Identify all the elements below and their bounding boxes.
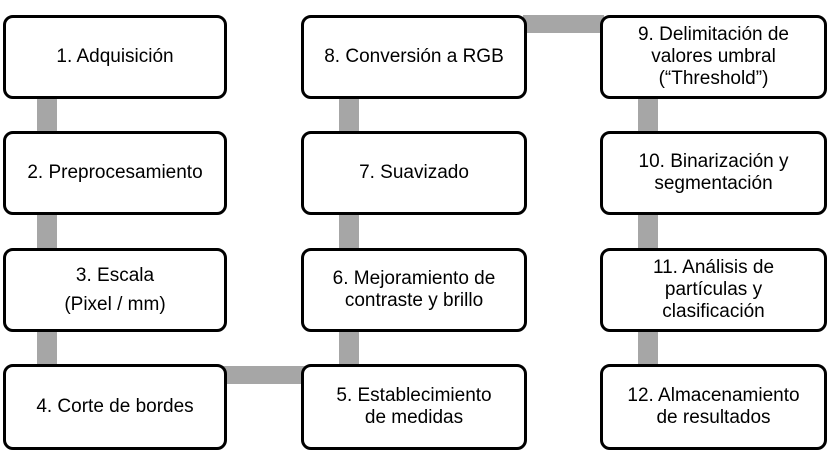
step-box-10: 10. Binarización y segmentación: [600, 131, 827, 215]
step-box-3: 3. Escala (Pixel / mm): [3, 248, 227, 332]
step-11-line-3: clasificación: [662, 301, 765, 322]
step-label-11: 11. Análisis de partículas y clasificaci…: [653, 257, 774, 323]
step-label-7: 7. Suavizado: [359, 162, 469, 184]
step-label-4: 4. Corte de bordes: [36, 396, 193, 418]
step-11-line-1: 11. Análisis de: [652, 257, 775, 278]
connector-4-5: [223, 366, 305, 384]
step-6-line-2: contraste y brillo: [344, 290, 484, 311]
step-9-line-3: (“Threshold”): [658, 68, 769, 89]
step-3-line-1: 3. Escala: [75, 264, 155, 286]
step-label-8: 8. Conversión a RGB: [324, 46, 504, 68]
connector-9-10: [638, 95, 658, 135]
step-8-line-1: 8. Conversión a RGB: [324, 46, 504, 67]
step-1-line-1: 1. Adquisición: [56, 46, 174, 67]
step-label-1: 1. Adquisición: [56, 46, 173, 68]
step-box-6: 6. Mejoramiento de contraste y brillo: [301, 248, 527, 332]
connector-10-11: [638, 211, 658, 252]
step-4-line-1: 4. Corte de bordes: [36, 396, 194, 417]
step-12-line-2: de resultados: [656, 407, 771, 428]
step-label-9: 9. Delimitación de valores umbral (“Thre…: [638, 24, 789, 90]
step-5-line-1: 5. Establecimiento: [336, 385, 492, 406]
connector-6-7: [339, 211, 359, 252]
step-3-line-2: (Pixel / mm): [64, 293, 166, 315]
connector-5-6: [339, 328, 359, 368]
connector-3-4: [37, 328, 57, 368]
step-10-line-2: segmentación: [654, 173, 773, 194]
step-label-2: 2. Preprocesamiento: [27, 162, 202, 184]
step-label-5: 5. Establecimiento de medidas: [336, 385, 491, 429]
step-box-4: 4. Corte de bordes: [3, 364, 227, 450]
step-box-12: 12. Almacenamiento de resultados: [600, 364, 827, 450]
step-label-3: 3. Escala (Pixel / mm): [64, 265, 165, 316]
connector-2-3: [37, 211, 57, 252]
step-7-line-1: 7. Suavizado: [359, 162, 469, 183]
step-box-11: 11. Análisis de partículas y clasificaci…: [600, 248, 827, 332]
connector-11-12: [638, 328, 658, 368]
connector-8-9: [523, 15, 604, 33]
connector-7-8: [339, 95, 359, 135]
step-box-5: 5. Establecimiento de medidas: [301, 364, 527, 450]
step-2-line-1: 2. Preprocesamiento: [27, 162, 203, 183]
step-label-6: 6. Mejoramiento de contraste y brillo: [333, 268, 496, 312]
step-5-line-2: de medidas: [364, 407, 464, 428]
step-box-9: 9. Delimitación de valores umbral (“Thre…: [600, 15, 827, 99]
step-12-line-1: 12. Almacenamiento: [627, 385, 800, 406]
step-label-10: 10. Binarización y segmentación: [639, 151, 789, 195]
connector-1-2: [37, 95, 57, 135]
step-9-line-1: 9. Delimitación de: [637, 24, 790, 45]
step-6-line-1: 6. Mejoramiento de: [332, 268, 496, 289]
step-11-line-2: partículas y: [664, 279, 763, 300]
step-box-7: 7. Suavizado: [301, 131, 527, 215]
step-10-line-1: 10. Binarización y: [638, 151, 789, 172]
step-box-8: 8. Conversión a RGB: [301, 15, 527, 99]
step-label-12: 12. Almacenamiento de resultados: [627, 385, 799, 429]
step-9-line-2: valores umbral: [651, 46, 776, 67]
step-box-1: 1. Adquisición: [3, 15, 227, 99]
step-box-2: 2. Preprocesamiento: [3, 131, 227, 215]
